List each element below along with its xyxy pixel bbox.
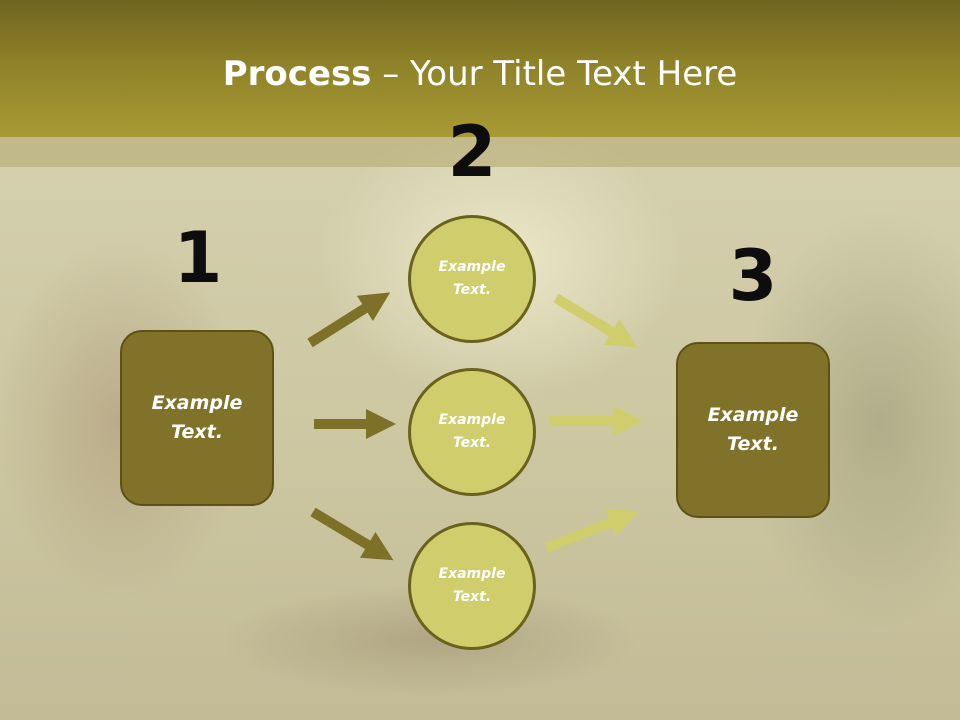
title-rest: – Your Title Text Here [371,54,738,94]
step-1-text: Example Text. [151,392,243,443]
step-2-circle-middle: Example Text. [408,368,536,496]
step-number-3: 3 [728,235,778,317]
title-band [0,137,960,167]
step-2-circle-bottom-text: Example Text. [438,566,506,605]
step-2-circle-top-text: Example Text. [438,259,506,298]
step-2-circle-bottom: Example Text. [408,522,536,650]
step-3-text: Example Text. [707,404,799,455]
arrow-1-to-top-circle [307,292,391,348]
arrow-top-circle-to-3 [553,293,638,348]
arrow-bottom-circle-to-3 [544,508,639,553]
step-2-circle-top: Example Text. [408,215,536,343]
title-bar [0,0,960,137]
slide-title: Process – Your Title Text Here [0,52,960,96]
step-3-box: Example Text. [676,342,830,518]
step-1-box: Example Text. [120,330,274,506]
step-number-1: 1 [173,217,223,299]
title-bold: Process [222,54,372,94]
arrow-1-to-bottom-circle [310,507,394,561]
step-number-2: 2 [447,111,497,193]
step-2-circle-middle-text: Example Text. [438,412,506,451]
